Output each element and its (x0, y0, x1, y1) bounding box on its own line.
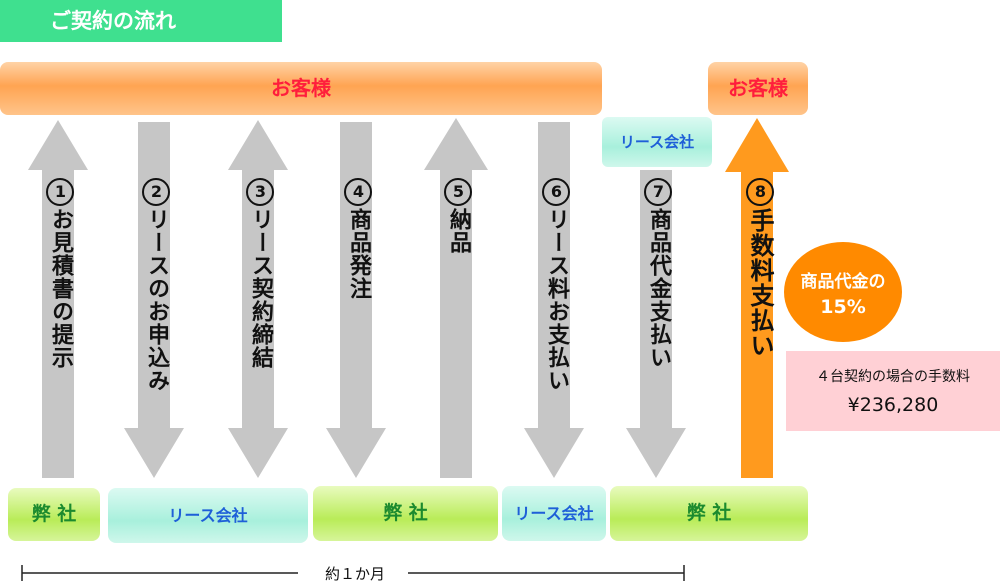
step-7-number: 7 (644, 178, 672, 206)
company-box-1: 弊 社 (8, 488, 100, 541)
arrow-step-5 (424, 118, 488, 478)
lease-company-box-2: リース会社 (502, 486, 606, 541)
customer-bar-left: お客様 (0, 62, 602, 115)
company-box-2: 弊 社 (313, 486, 498, 541)
lease-company-top: リース会社 (602, 117, 712, 167)
step-4-number: 4 (344, 178, 372, 206)
arrow-step-7 (626, 170, 686, 478)
commission-line-2: 15% (820, 296, 866, 318)
page-title: ご契約の流れ (0, 0, 282, 42)
fee-example-label: ４台契約の場合の手数料 (816, 369, 970, 385)
arrow-step-3 (228, 120, 288, 478)
fee-example-value: ¥236,280 (847, 394, 939, 416)
arrow-step-8 (725, 118, 789, 478)
arrow-step-6 (524, 122, 584, 478)
fee-example-box: ４台契約の場合の手数料 ¥236,280 (786, 351, 1000, 431)
step-4-label: 4商品発注 (342, 178, 374, 300)
step-5-label: 5納品 (442, 178, 474, 254)
step-5-number: 5 (444, 178, 472, 206)
step-8-label: 8手数料支払い (743, 178, 778, 358)
step-3-number: 3 (246, 178, 274, 206)
step-6-number: 6 (542, 178, 570, 206)
step-2-label: 2リースのお申込み (140, 178, 172, 392)
customer-bar-right: お客様 (708, 62, 808, 115)
step-7-label: 7商品代金支払い (642, 178, 674, 369)
commission-badge: 商品代金の 15% (784, 242, 902, 342)
arrow-step-2 (124, 122, 184, 478)
period-label: 約１か月 (324, 565, 385, 583)
step-6-label: 6リース料お支払い (540, 178, 572, 392)
step-2-number: 2 (142, 178, 170, 206)
step-8-number: 8 (746, 178, 774, 206)
step-3-label: 3リース契約締結 (244, 178, 276, 369)
commission-line-1: 商品代金の (800, 272, 886, 292)
step-1-label: 1お見積書の提示 (44, 178, 76, 369)
arrow-step-1 (28, 120, 88, 478)
company-box-3: 弊 社 (610, 486, 808, 541)
lease-company-box-1: リース会社 (108, 488, 308, 543)
arrow-step-4 (326, 122, 386, 478)
step-1-number: 1 (46, 178, 74, 206)
